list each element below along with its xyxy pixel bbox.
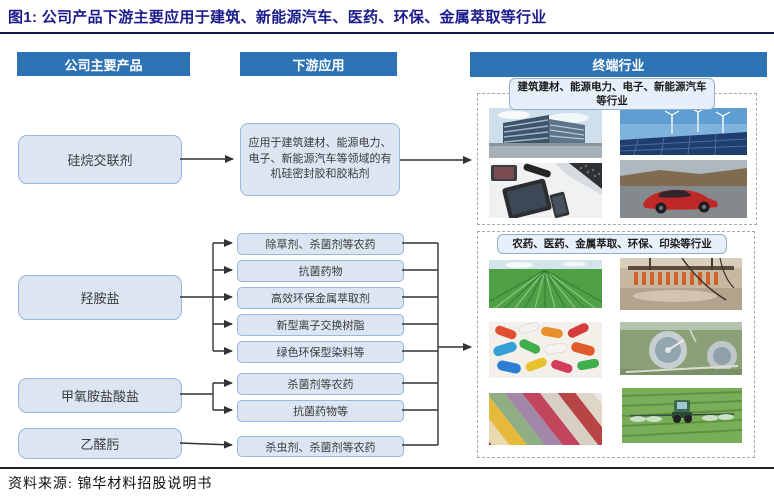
photo-consumer-electronics bbox=[489, 163, 602, 218]
source-divider bbox=[0, 467, 774, 469]
photo-water-treatment-plant bbox=[620, 322, 742, 375]
product-box-acetaldoxime: 乙醛肟 bbox=[18, 428, 182, 459]
app-box-antibacterial-drugs: 抗菌药物 bbox=[237, 260, 404, 282]
industry-group-construction-caption: 建筑建材、能源电力、电子、新能源汽车等行业 bbox=[509, 78, 715, 111]
photo-electric-car bbox=[620, 160, 747, 218]
photo-dyed-fabric bbox=[489, 393, 602, 445]
source-note: 资料来源: 锦华材料招股说明书 bbox=[8, 477, 213, 492]
product-box-silane-crosslinker: 硅烷交联剂 bbox=[18, 135, 182, 184]
app-box-green-dyes: 绿色环保型染料等 bbox=[237, 341, 404, 363]
app-box-ion-exchange-resin: 新型离子交换树脂 bbox=[237, 314, 404, 336]
column-header-applications: 下游应用 bbox=[240, 52, 397, 76]
app-box-antibacterial-etc: 抗菌药物等 bbox=[237, 400, 404, 422]
column-header-products: 公司主要产品 bbox=[17, 52, 190, 76]
photo-pharma-pills bbox=[489, 322, 602, 378]
app-box-fungicide-pesticide: 杀菌剂等农药 bbox=[237, 373, 404, 395]
app-box-insecticide-fungicide: 杀虫剂、杀菌剂等农药 bbox=[237, 436, 404, 457]
photo-farm-field bbox=[489, 260, 602, 308]
app-box-metal-extractant: 高效环保金属萃取剂 bbox=[237, 287, 404, 309]
app-box-silicone-sealant: 应用于建筑建材、能源电力、电子、新能源汽车等领域的有机硅密封胶和胶粘剂 bbox=[240, 123, 400, 196]
product-box-methoxyamine-hydrochloride: 甲氧胺盐酸盐 bbox=[18, 378, 182, 413]
photo-wind-solar bbox=[620, 108, 747, 155]
figure-title: 图1: 公司产品下游主要应用于建筑、新能源汽车、医药、环保、金属萃取等行业 bbox=[8, 9, 547, 26]
column-header-industries: 终端行业 bbox=[470, 52, 767, 77]
app-box-herbicide-fungicide: 除草剂、杀菌剂等农药 bbox=[237, 233, 404, 255]
photo-crop-spraying-tractor bbox=[622, 388, 742, 443]
industry-group-pesticide-pharma-caption: 农药、医药、金属萃取、环保、印染等行业 bbox=[497, 234, 727, 254]
product-box-hydroxylamine-salt: 羟胺盐 bbox=[18, 275, 182, 320]
photo-metal-extraction-plant bbox=[620, 258, 742, 310]
photo-building bbox=[489, 108, 602, 158]
title-divider bbox=[0, 32, 774, 34]
